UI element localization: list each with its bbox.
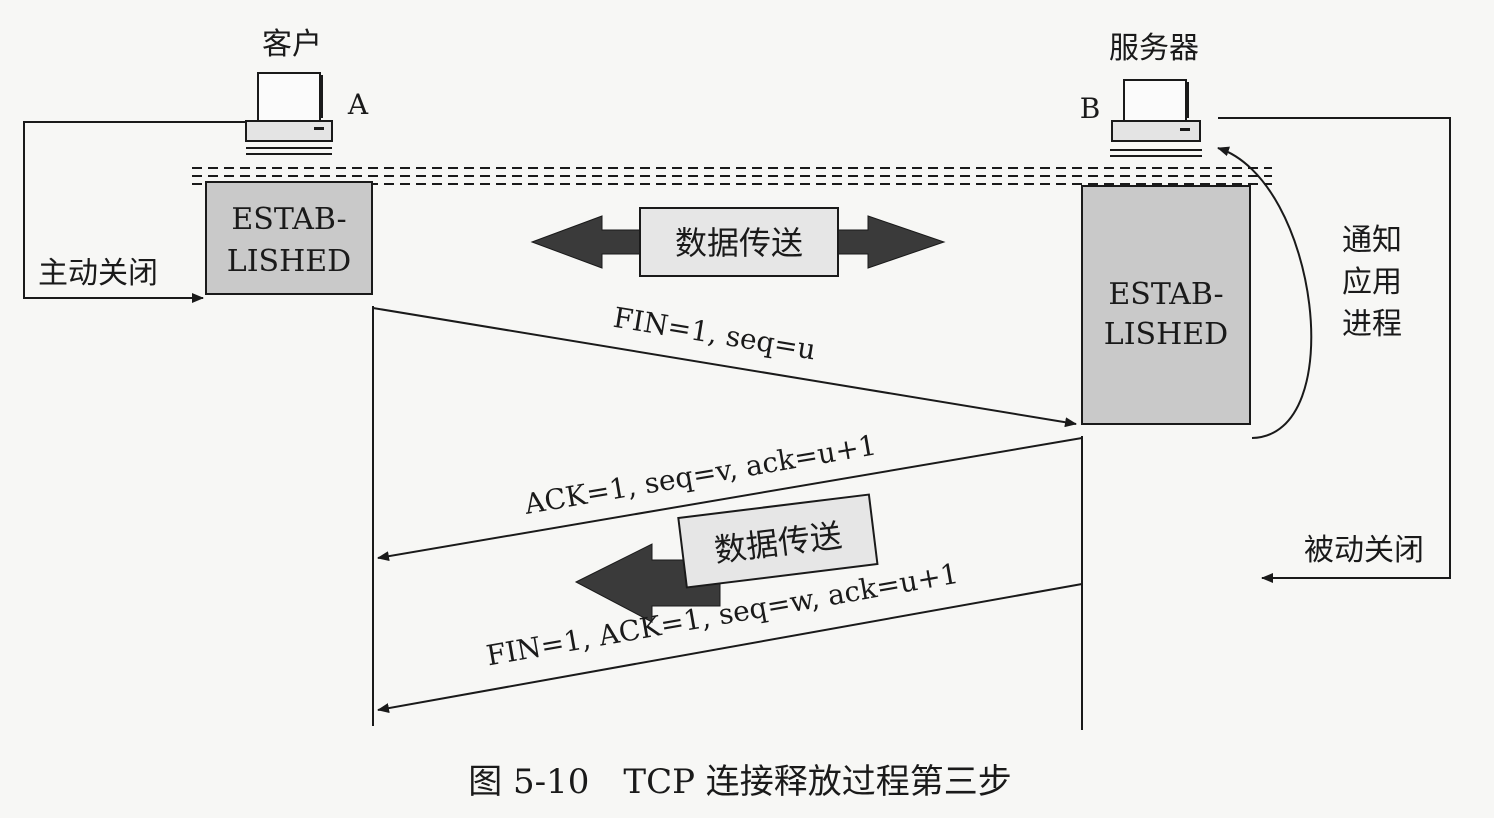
- server-state-box: ESTAB- LISHED: [1081, 185, 1251, 425]
- client-title: 客户: [262, 27, 322, 62]
- server-id: B: [1080, 92, 1101, 125]
- client-state-line-1: ESTAB-: [231, 202, 346, 237]
- data-transfer-label-top: 数据传送: [675, 224, 803, 262]
- notify-app-line-1: 通知: [1342, 223, 1402, 258]
- fin-message-label: FIN=1, seq=u: [611, 301, 818, 367]
- ack-message-arrow: [377, 437, 1083, 562]
- client-state-line-2: LISHED: [227, 244, 351, 279]
- client-id: A: [347, 88, 369, 121]
- data-transfer-box-bottom: 数据传送: [677, 493, 879, 589]
- fin-ack-message-arrow: [377, 583, 1083, 713]
- data-transfer-box-top: [639, 207, 839, 277]
- server-state-line-2: LISHED: [1104, 317, 1228, 352]
- fin-message-arrow: [372, 307, 1077, 428]
- passive-close-bracket: [1218, 117, 1451, 583]
- client-state-box: ESTAB- LISHED: [205, 181, 373, 295]
- passive-close-label: 被动关闭: [1304, 533, 1424, 568]
- notify-app-line-3: 进程: [1342, 307, 1402, 342]
- figure-caption: 图 5-10 TCP 连接释放过程第三步: [468, 762, 1012, 802]
- notify-app-line-2: 应用: [1342, 265, 1402, 300]
- server-computer-icon: [1110, 79, 1202, 157]
- server-state-line-1: ESTAB-: [1108, 277, 1223, 312]
- notify-app-curve: [1217, 146, 1313, 439]
- client-computer-icon: [245, 72, 333, 155]
- active-close-label: 主动关闭: [38, 256, 158, 291]
- server-title: 服务器: [1109, 31, 1199, 66]
- active-close-bracket: [23, 121, 246, 303]
